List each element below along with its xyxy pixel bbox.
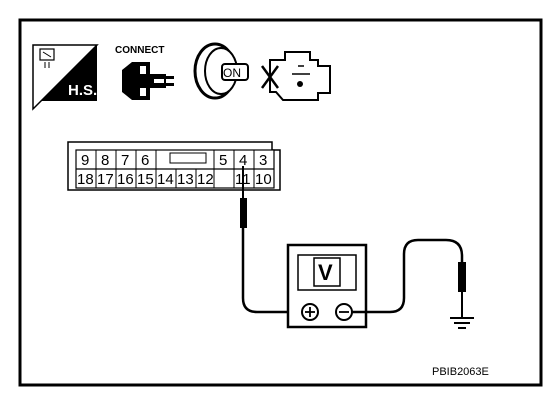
pin-label: 10 <box>255 171 272 188</box>
pin-label: 16 <box>117 171 134 188</box>
connect-icon: CONNECT <box>115 45 174 100</box>
ground-icon <box>450 262 474 329</box>
pin-label: 13 <box>177 171 194 188</box>
pin-label: 18 <box>77 171 94 188</box>
pin-label: 3 <box>259 152 267 169</box>
hs-icon: H.S. <box>32 44 99 111</box>
figure-code: PBIB2063E <box>432 366 489 378</box>
pin-label: 17 <box>97 171 114 188</box>
pin-label: 7 <box>121 152 129 169</box>
hs-label: H.S. <box>68 82 97 99</box>
connector: 9 8 7 6 5 4 3 18 17 16 15 14 13 12 11 10 <box>67 141 281 191</box>
pin-label: 8 <box>101 152 109 169</box>
voltmeter-display: V <box>318 260 333 285</box>
wire-positive <box>241 228 308 314</box>
wire-negative <box>352 238 464 314</box>
diagram-frame <box>18 18 543 387</box>
pin-label: 14 <box>157 171 174 188</box>
probe-positive <box>240 166 247 228</box>
engine-icon <box>260 51 331 101</box>
pin-label: 6 <box>141 152 149 169</box>
pin-label: 15 <box>137 171 154 188</box>
ignition-key-icon: ON <box>193 42 249 100</box>
pin-label: 4 <box>239 152 247 169</box>
voltmeter: V <box>286 243 368 329</box>
pin-label: 5 <box>219 152 227 169</box>
ignition-on-label: ON <box>223 66 241 80</box>
pin-label: 9 <box>81 152 89 169</box>
connect-label: CONNECT <box>115 45 164 56</box>
pin-label: 12 <box>197 171 214 188</box>
